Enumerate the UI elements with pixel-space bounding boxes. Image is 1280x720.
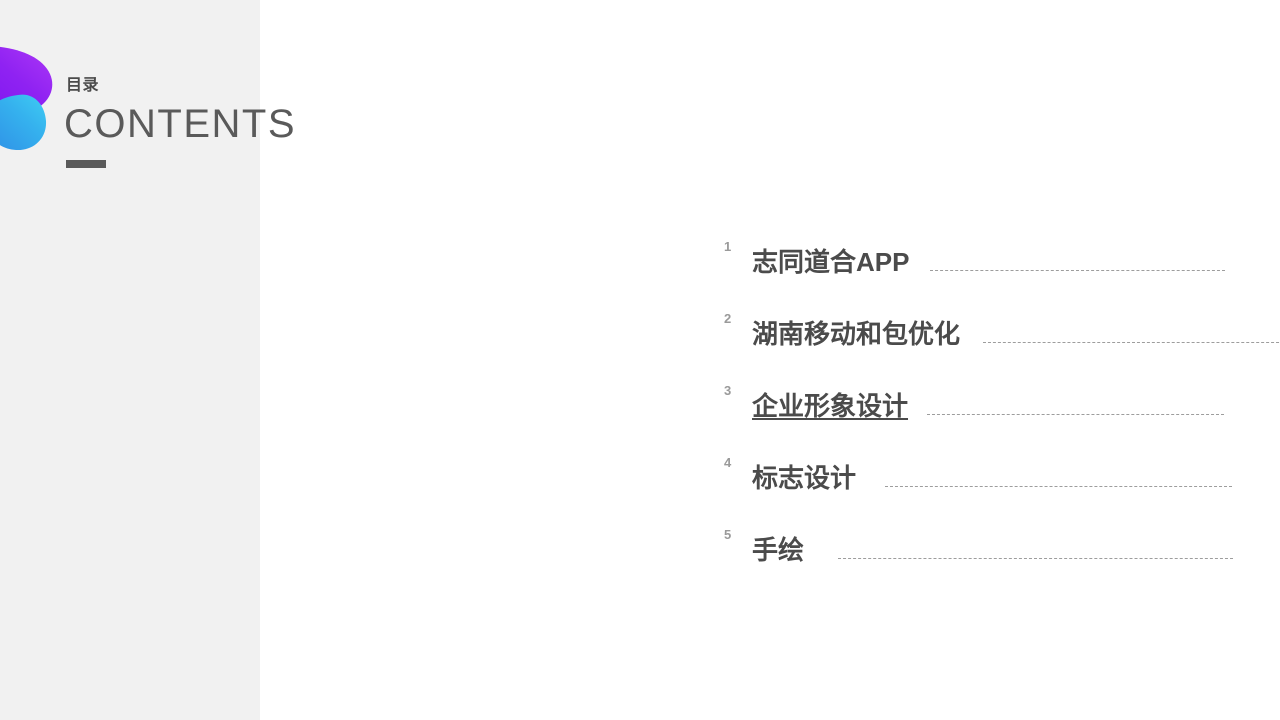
contents-item-number: 5 xyxy=(724,527,732,542)
contents-item-leader-line xyxy=(885,486,1232,487)
contents-item[interactable]: 1 志同道合APP xyxy=(724,232,1280,304)
contents-item-number: 1 xyxy=(724,239,732,254)
contents-item-leader-line xyxy=(930,270,1225,271)
contents-item[interactable]: 5 手绘 xyxy=(724,520,1280,592)
contents-item-label[interactable]: 标志设计 xyxy=(752,463,857,493)
contents-item-leader-line xyxy=(927,414,1224,415)
page-subtitle: 目录 xyxy=(66,77,100,94)
contents-item[interactable]: 3 企业形象设计 xyxy=(724,376,1280,448)
contents-item[interactable]: 4 标志设计 xyxy=(724,448,1280,520)
contents-item-number: 2 xyxy=(724,311,732,326)
contents-item-label[interactable]: 湖南移动和包优化 xyxy=(752,319,961,349)
contents-item-label[interactable]: 企业形象设计 xyxy=(752,391,909,421)
page-title-block: 目录 CONTENTS xyxy=(64,76,296,168)
contents-item-label[interactable]: 手绘 xyxy=(752,535,805,565)
title-underline-bar xyxy=(66,160,106,168)
contents-item-number: 4 xyxy=(724,455,732,470)
contents-item-leader-line xyxy=(983,342,1280,343)
contents-list: 1 志同道合APP 2 湖南移动和包优化 3 企业形象设计 4 标志设计 5 手绘 xyxy=(724,232,1280,592)
page-title: CONTENTS xyxy=(64,102,296,146)
contents-item-label[interactable]: 志同道合APP xyxy=(752,247,910,277)
contents-item-number: 3 xyxy=(724,383,732,398)
contents-item[interactable]: 2 湖南移动和包优化 xyxy=(724,304,1280,376)
contents-item-leader-line xyxy=(838,558,1233,559)
